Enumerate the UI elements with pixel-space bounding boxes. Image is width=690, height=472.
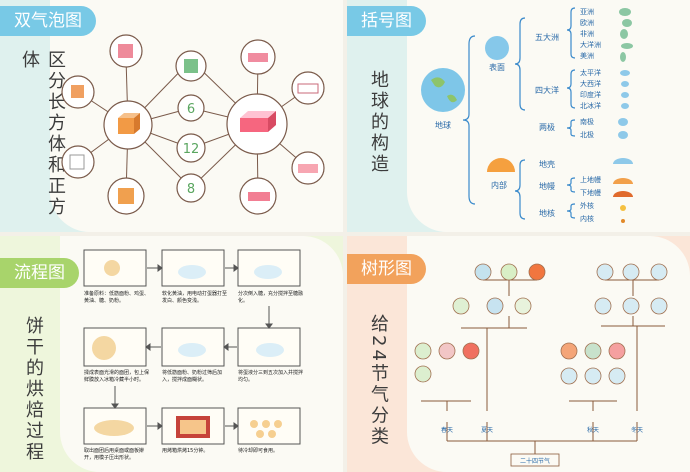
core-part-label: 内核 bbox=[580, 214, 594, 223]
cube-outline-icon bbox=[69, 154, 85, 170]
ocean-label: 大西洋 bbox=[580, 79, 601, 88]
root-label: 地球 bbox=[435, 120, 451, 130]
cube-icon bbox=[118, 113, 140, 134]
step-caption: 将蛋液分三到五次加入并搅拌均匀。 bbox=[238, 370, 304, 383]
core-part-label: 外核 bbox=[580, 201, 594, 210]
step-caption: 分次倒入糖，充分搅拌至糖融化。 bbox=[238, 291, 304, 304]
core-label: 地核 bbox=[539, 208, 555, 218]
earth-icon bbox=[421, 68, 465, 112]
continent-label: 欧洲 bbox=[580, 18, 594, 27]
panel-title: 地球的构造 bbox=[368, 70, 389, 175]
brace-map-panel: 括号图 地球的构造 地球 表面 内部 五大洲 四大洋 两极 地壳 bbox=[347, 0, 690, 232]
cuboid-outline-icon bbox=[297, 83, 319, 94]
cuboid-icon bbox=[118, 44, 133, 58]
upper-mantle-icon bbox=[613, 178, 633, 184]
pole-label: 南极 bbox=[580, 117, 594, 126]
lower-mantle-icon bbox=[613, 191, 633, 197]
flow-chart-panel: 流程图 饼干的烘焙过程 bbox=[0, 236, 343, 472]
bubble-diagram: 6 12 8 bbox=[61, 34, 325, 215]
season-label: 秋天 bbox=[587, 426, 599, 434]
panel-title: 区分长方体和正方体 bbox=[19, 50, 66, 218]
crust-icon bbox=[613, 158, 633, 164]
flow-arrows bbox=[111, 264, 273, 430]
panel-title: 饼干的烘焙过程 bbox=[23, 316, 44, 463]
ocean-shape-icons bbox=[618, 70, 630, 139]
inner-label: 内部 bbox=[491, 180, 507, 190]
step-caption: 取出面团后用桌面或面板擀开，用模子压出形状。 bbox=[84, 448, 145, 461]
oceans-label: 四大洋 bbox=[535, 85, 559, 95]
ocean-label: 太平洋 bbox=[580, 68, 601, 77]
crust-label: 地壳 bbox=[539, 159, 555, 169]
outer-core-icon bbox=[620, 205, 626, 211]
tree-map-panel: 树形图 给24节气分类 bbox=[347, 236, 690, 472]
panel-title: 给24节气分类 bbox=[368, 314, 389, 448]
season-label: 夏天 bbox=[481, 427, 493, 434]
paper-bg bbox=[407, 0, 690, 232]
mantle-label: 地幔 bbox=[539, 181, 555, 191]
panel-tag: 双气泡图 bbox=[0, 6, 96, 36]
step-caption: 将低筋面粉、奶粉过筛后加入，搅拌成面糊状。 bbox=[162, 370, 223, 383]
continent-label: 非洲 bbox=[580, 29, 594, 38]
ocean-label: 北冰洋 bbox=[580, 101, 601, 110]
tree-diagram: 春天 夏天 秋天 冬天 二十四节气 bbox=[414, 263, 668, 467]
ocean-label: 印度洋 bbox=[580, 90, 601, 99]
double-bubble-panel: 双气泡图 区分长方体和正方体 bbox=[0, 0, 343, 232]
pole-label: 北极 bbox=[580, 130, 594, 139]
step-caption: 用烤箱烘烤15分钟。 bbox=[162, 448, 209, 454]
shared-vertices: 8 bbox=[187, 182, 195, 197]
season-label: 冬天 bbox=[631, 426, 643, 434]
root-label: 二十四节气 bbox=[520, 457, 550, 465]
brace-diagram: 地球 表面 内部 五大洲 四大洋 两极 地壳 地幔 地核 亚洲 bbox=[421, 7, 633, 223]
continent-label: 美洲 bbox=[580, 51, 594, 60]
cube-icon bbox=[118, 188, 134, 204]
panel-tag: 流程图 bbox=[0, 258, 79, 288]
solar-term-icons bbox=[414, 263, 668, 385]
step-caption: 揉成表面光滑的面团，包上保鲜膜放入冰箱冷藏半小时。 bbox=[84, 370, 150, 383]
shared-faces: 6 bbox=[187, 102, 195, 117]
earth-inner-icon bbox=[487, 158, 515, 172]
step-caption: 待冷却即可食用。 bbox=[238, 448, 279, 454]
cuboid-icon bbox=[248, 53, 268, 62]
cube-icon bbox=[71, 85, 84, 98]
step-illustrations bbox=[92, 260, 284, 438]
step-caption: 软化黄油，用电动打蛋器打至发白、颜色变浅。 bbox=[162, 291, 228, 304]
shared-edges: 12 bbox=[183, 142, 200, 157]
earth-surface-icon bbox=[485, 36, 509, 60]
step-caption: 准备原料：低筋面粉、鸡蛋、黄油、糖、奶粉。 bbox=[84, 291, 150, 304]
cuboid-icon bbox=[248, 192, 270, 201]
cuboid-icon bbox=[240, 111, 276, 132]
continent-label: 大洋洲 bbox=[580, 40, 601, 49]
mantle-part-label: 上地幔 bbox=[580, 175, 601, 184]
panel-tag: 树形图 bbox=[347, 254, 426, 284]
continents-label: 五大洲 bbox=[535, 32, 559, 42]
inner-core-icon bbox=[621, 219, 625, 223]
continent-shape-icons bbox=[619, 8, 633, 62]
season-label: 春天 bbox=[441, 426, 453, 434]
flow-diagram bbox=[83, 249, 301, 445]
poles-label: 两极 bbox=[539, 122, 555, 132]
cube-green-icon bbox=[184, 59, 198, 73]
continent-label: 亚洲 bbox=[580, 8, 594, 16]
mantle-part-label: 下地幔 bbox=[580, 188, 601, 197]
cuboid-icon bbox=[298, 164, 318, 173]
panel-tag: 括号图 bbox=[347, 6, 426, 36]
surface-label: 表面 bbox=[489, 62, 505, 72]
